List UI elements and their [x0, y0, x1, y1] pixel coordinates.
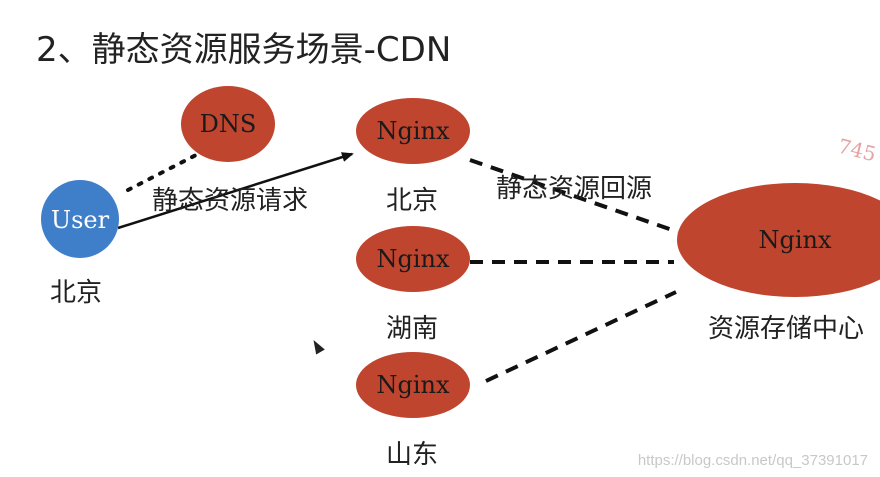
request-label: 静态资源请求: [152, 186, 309, 216]
nginx-beijing-label: Nginx: [376, 117, 449, 145]
nginx-center-caption: 资源存储中心: [708, 314, 865, 344]
user-caption: 北京: [50, 278, 103, 308]
dns-node-label: DNS: [200, 110, 257, 138]
user-node-label: User: [51, 206, 110, 234]
nginx-shandong-caption: 山东: [386, 440, 439, 470]
request-arrow: [117, 152, 354, 230]
nginx-shandong-label: Nginx: [376, 371, 449, 399]
nginx-hunan-caption: 湖南: [386, 314, 439, 344]
nginx-center-node: [677, 183, 880, 297]
watermark: https://blog.csdn.net/qq_37391017: [637, 452, 868, 469]
origin-line-beijing: [469, 158, 679, 234]
user-node: [41, 180, 119, 258]
nginx-beijing-caption: 北京: [386, 186, 439, 216]
page-title: 2、静态资源服务场景-CDN: [36, 30, 452, 70]
nginx-hunan-node: [356, 226, 470, 292]
nginx-shandong-node: [356, 352, 470, 418]
origin-label: 静态资源回源: [496, 174, 653, 204]
nginx-hunan-label: Nginx: [376, 245, 449, 273]
nginx-center-label: Nginx: [758, 226, 831, 254]
nginx-beijing-node: [356, 98, 470, 164]
dns-node: [181, 86, 275, 162]
dns-lookup-line: [126, 153, 198, 192]
origin-line-shandong: [485, 290, 677, 383]
